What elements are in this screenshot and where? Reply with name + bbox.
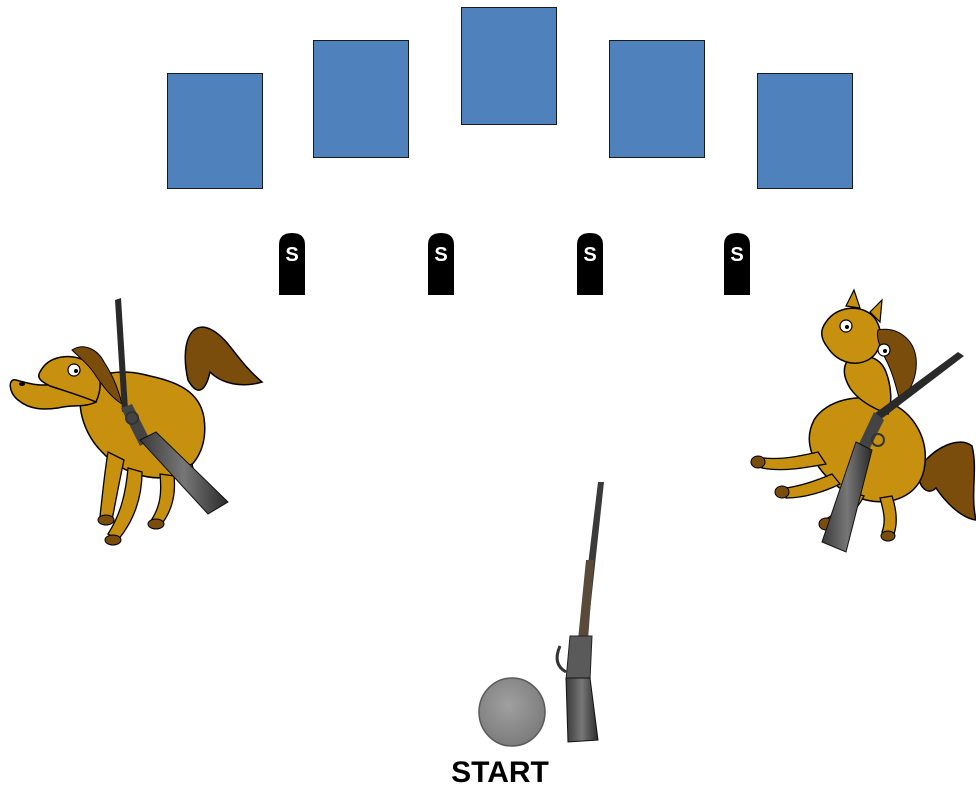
horse-eye <box>67 363 81 377</box>
horse-tail <box>917 441 976 521</box>
rifle-lever <box>555 645 567 674</box>
marker-shape <box>724 233 750 295</box>
rifle-icon <box>555 482 604 743</box>
marker-shape <box>428 233 454 295</box>
right-rifle-icon <box>821 352 964 553</box>
horse-leg <box>879 495 897 535</box>
left-rifle-icon <box>115 298 229 515</box>
marker-shape <box>279 233 305 295</box>
horse-leg <box>761 451 828 471</box>
marker-letter: S <box>434 244 447 266</box>
target-5 <box>757 73 853 189</box>
horse-neck <box>843 355 892 415</box>
marker-4: S <box>724 233 750 295</box>
target-1 <box>167 73 263 189</box>
start-label: START <box>451 756 549 789</box>
left-horse-with-rifle-icon <box>9 298 264 546</box>
horse-head <box>821 307 882 364</box>
horse-leg <box>785 473 842 499</box>
horse-tail <box>184 326 264 391</box>
marker-letter: S <box>583 244 596 266</box>
target-3 <box>461 7 557 125</box>
marker-2: S <box>428 233 454 295</box>
marker-letter: S <box>730 244 743 266</box>
target-4 <box>609 40 705 158</box>
rifle-receiver <box>565 635 593 681</box>
horse-head-top <box>38 355 101 403</box>
rifle-forend <box>578 560 594 640</box>
horse-leg <box>148 473 176 527</box>
start-position-circle-icon <box>478 677 546 747</box>
marker-3: S <box>577 233 603 295</box>
horse-ear <box>845 288 861 309</box>
horse-ear <box>869 298 883 324</box>
rifle-stock <box>565 677 599 743</box>
target-2 <box>313 40 409 158</box>
marker-1: S <box>279 233 305 295</box>
marker-shape <box>577 233 603 295</box>
marker-letter: S <box>285 244 298 266</box>
right-horse-with-rifle-icon <box>750 288 976 553</box>
